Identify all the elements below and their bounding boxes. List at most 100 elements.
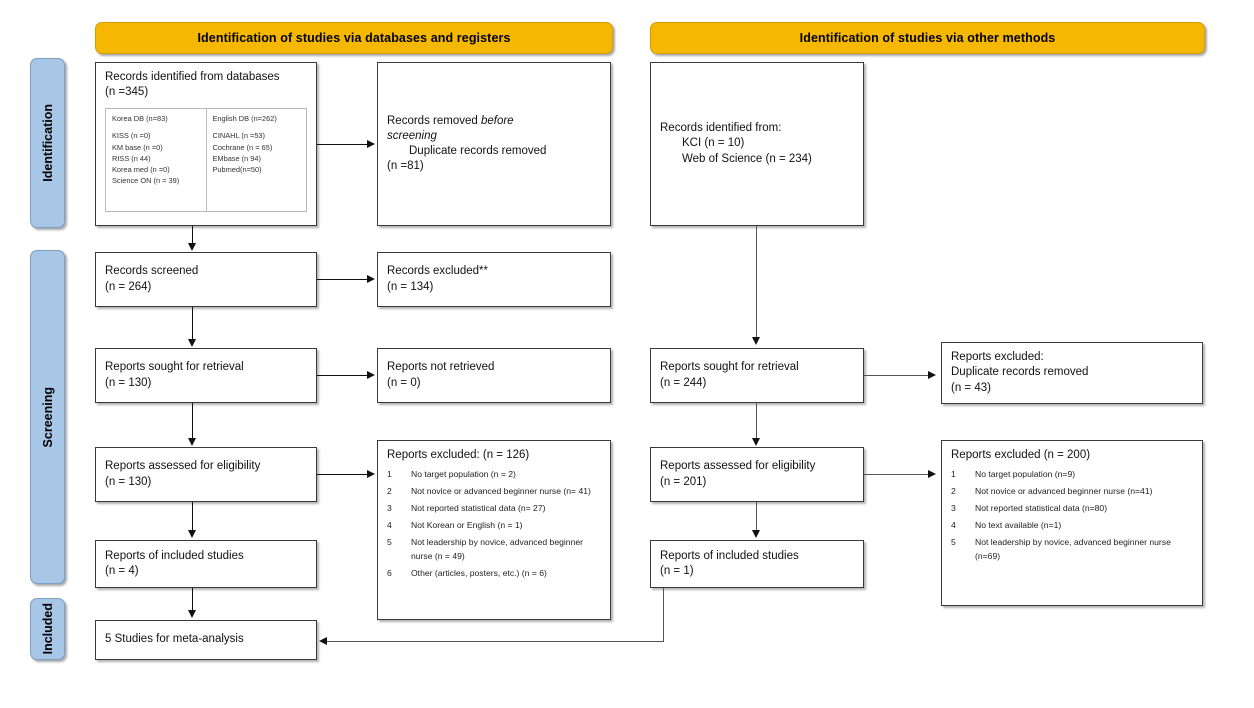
box-reports-excluded-duplicates-right: Reports excluded: Duplicate records remo… — [941, 342, 1203, 404]
connector-right-identified-to-sought — [756, 226, 757, 338]
english-db-item: CINAHL (n =53) — [212, 131, 266, 141]
reports-included-line1: Reports of included studies — [105, 549, 244, 562]
reports-assessed-line1: Reports assessed for eligibility — [105, 460, 261, 473]
korea-db-item: RISS (n 44) — [112, 153, 151, 163]
stage-bar-identification: Identification — [30, 58, 65, 228]
list-item-text: Not novice or advanced beginner nurse (n… — [975, 486, 1153, 497]
english-db-header: English DB (n=262) — [212, 114, 277, 123]
reports-not-retrieved-line2: (n = 0) — [387, 376, 421, 389]
arrowhead-down — [187, 339, 196, 347]
list-item-text: Not Korean or English (n = 1) — [411, 519, 523, 530]
list-item-number: 4 — [387, 519, 392, 530]
connector-assessed-to-excluded — [317, 474, 367, 475]
connector-included-to-meta — [192, 588, 193, 611]
list-item-number: 5 — [951, 536, 956, 547]
list-item-text: No target population (n = 2) — [411, 469, 516, 480]
arrowhead-right — [928, 469, 936, 478]
records-screened-line2: (n = 264) — [105, 280, 152, 293]
arrowhead-down — [187, 438, 196, 446]
korea-db-item: KM base (n =0) — [112, 142, 163, 152]
list-item-text: No target population (n=9) — [975, 469, 1076, 480]
stage-label-included: Included — [40, 603, 55, 655]
korea-db-header: Korea DB (n=83) — [112, 114, 168, 123]
korea-db-item: KISS (n =0) — [112, 131, 151, 141]
list-item-number: 2 — [387, 486, 392, 497]
list-item-number: 6 — [387, 567, 392, 578]
database-column-korean: Korea DB (n=83) KISS (n =0) KM base (n =… — [106, 109, 207, 211]
reports-sought-right-line1: Reports sought for retrieval — [660, 361, 799, 374]
reports-assessed-right-line2: (n = 201) — [660, 475, 707, 488]
connector-identified-to-screened — [192, 226, 193, 244]
header-bar-other-methods: Identification of studies via other meth… — [650, 22, 1205, 54]
reports-not-retrieved-line1: Reports not retrieved — [387, 361, 495, 374]
arrowhead-right — [367, 469, 375, 478]
database-column-english: English DB (n=262) CINAHL (n =53) Cochra… — [207, 109, 307, 211]
reports-sought-line1: Reports sought for retrieval — [105, 361, 244, 374]
records-removed-line4: (n =81) — [387, 160, 424, 173]
reports-included-right-line1: Reports of included studies — [660, 549, 799, 562]
arrowhead-right — [367, 274, 375, 283]
english-db-item: Cochrane (n = 65) — [212, 142, 273, 152]
connector-sought-to-not-retrieved — [317, 375, 367, 376]
reports-assessed-right-line1: Reports assessed for eligibility — [660, 460, 816, 473]
header-bar-databases-label: Identification of studies via databases … — [197, 31, 511, 45]
list-item-number: 3 — [951, 503, 956, 514]
reports-excluded-dup-line1: Reports excluded: — [951, 351, 1044, 364]
list-item-text: Not novice or advanced beginner nurse (n… — [411, 486, 591, 497]
arrowhead-down — [751, 438, 760, 446]
reports-excluded-dup-line3: (n = 43) — [951, 381, 991, 394]
reports-excluded-right-header: Reports excluded (n = 200) — [951, 449, 1091, 461]
reports-excluded-right-list: 1 No target population (n=9) 2 Not novice … — [951, 468, 1193, 564]
list-item: 2 Not novice or advanced beginner nurse (… — [951, 485, 1193, 499]
box-meta-analysis: 5 Studies for meta-analysis — [95, 620, 317, 660]
reports-included-right-line2: (n = 1) — [660, 565, 694, 577]
arrowhead-down — [751, 530, 760, 538]
list-item-number: 4 — [951, 519, 956, 530]
arrowhead-down — [187, 530, 196, 538]
arrowhead-right — [367, 370, 375, 379]
box-records-identified-other: Records identified from: KCI (n = 10) We… — [650, 62, 864, 226]
arrowhead-right — [367, 139, 375, 148]
list-item-text: Not reported statistical data (n=80) — [975, 503, 1108, 514]
reports-excluded-dup-line2: Duplicate records removed — [951, 366, 1089, 379]
connector-right-assessed-to-excluded — [864, 474, 928, 475]
list-item: 3 Not reported statistical data (n=80) — [951, 502, 1193, 516]
records-removed-line3: Duplicate records removed — [409, 145, 547, 157]
arrowhead-down — [187, 610, 196, 618]
connector-screened-to-sought — [192, 307, 193, 340]
list-item-number: 2 — [951, 486, 956, 497]
stage-bar-included: Included — [30, 598, 65, 660]
list-item-number: 1 — [951, 469, 956, 480]
reports-sought-right-line2: (n = 244) — [660, 376, 707, 389]
list-item: 2 Not novice or advanced beginner nurse (… — [387, 485, 601, 499]
box-reports-included-studies-right: Reports of included studies (n = 1) — [650, 540, 864, 588]
box-reports-included-studies-left: Reports of included studies (n = 4) — [95, 540, 317, 588]
list-item-text: Not reported statistical data (n= 27) — [411, 503, 546, 514]
records-identified-line2: (n =345) — [105, 86, 149, 99]
records-excluded-line2: (n = 134) — [387, 280, 434, 293]
connector-right-sought-to-excluded — [864, 375, 928, 376]
english-db-item: Pubmed(n=50) — [212, 165, 262, 174]
header-bar-databases: Identification of studies via databases … — [95, 22, 613, 54]
list-item-text: Not leadership by novice, advanced begin… — [975, 536, 1171, 561]
records-removed-before-italic: before — [480, 114, 514, 127]
connector-right-sought-to-assessed — [756, 403, 757, 439]
list-item-text: Other (articles, posters, etc.) (n = 6) — [411, 567, 547, 578]
connector-screened-to-excluded — [317, 279, 367, 280]
meta-analysis-label: 5 Studies for meta-analysis — [105, 633, 244, 646]
arrowhead-down — [187, 243, 196, 251]
korea-db-item: Science ON (n = 39) — [112, 176, 180, 186]
list-item: 4 Not Korean or English (n = 1) — [387, 519, 601, 533]
list-item-number: 1 — [387, 469, 392, 480]
box-reports-assessed-eligibility-right: Reports assessed for eligibility (n = 20… — [650, 447, 864, 502]
list-item: 6 Other (articles, posters, etc.) (n = 6) — [387, 567, 601, 581]
records-identified-other-line3: Web of Science (n = 234) — [682, 152, 812, 165]
box-reports-excluded-right: Reports excluded (n = 200) 1 No target po… — [941, 440, 1203, 606]
box-records-screened: Records screened (n = 264) — [95, 252, 317, 307]
list-item: 1 No target population (n = 2) — [387, 468, 601, 482]
connector-right-assessed-to-included — [756, 502, 757, 531]
